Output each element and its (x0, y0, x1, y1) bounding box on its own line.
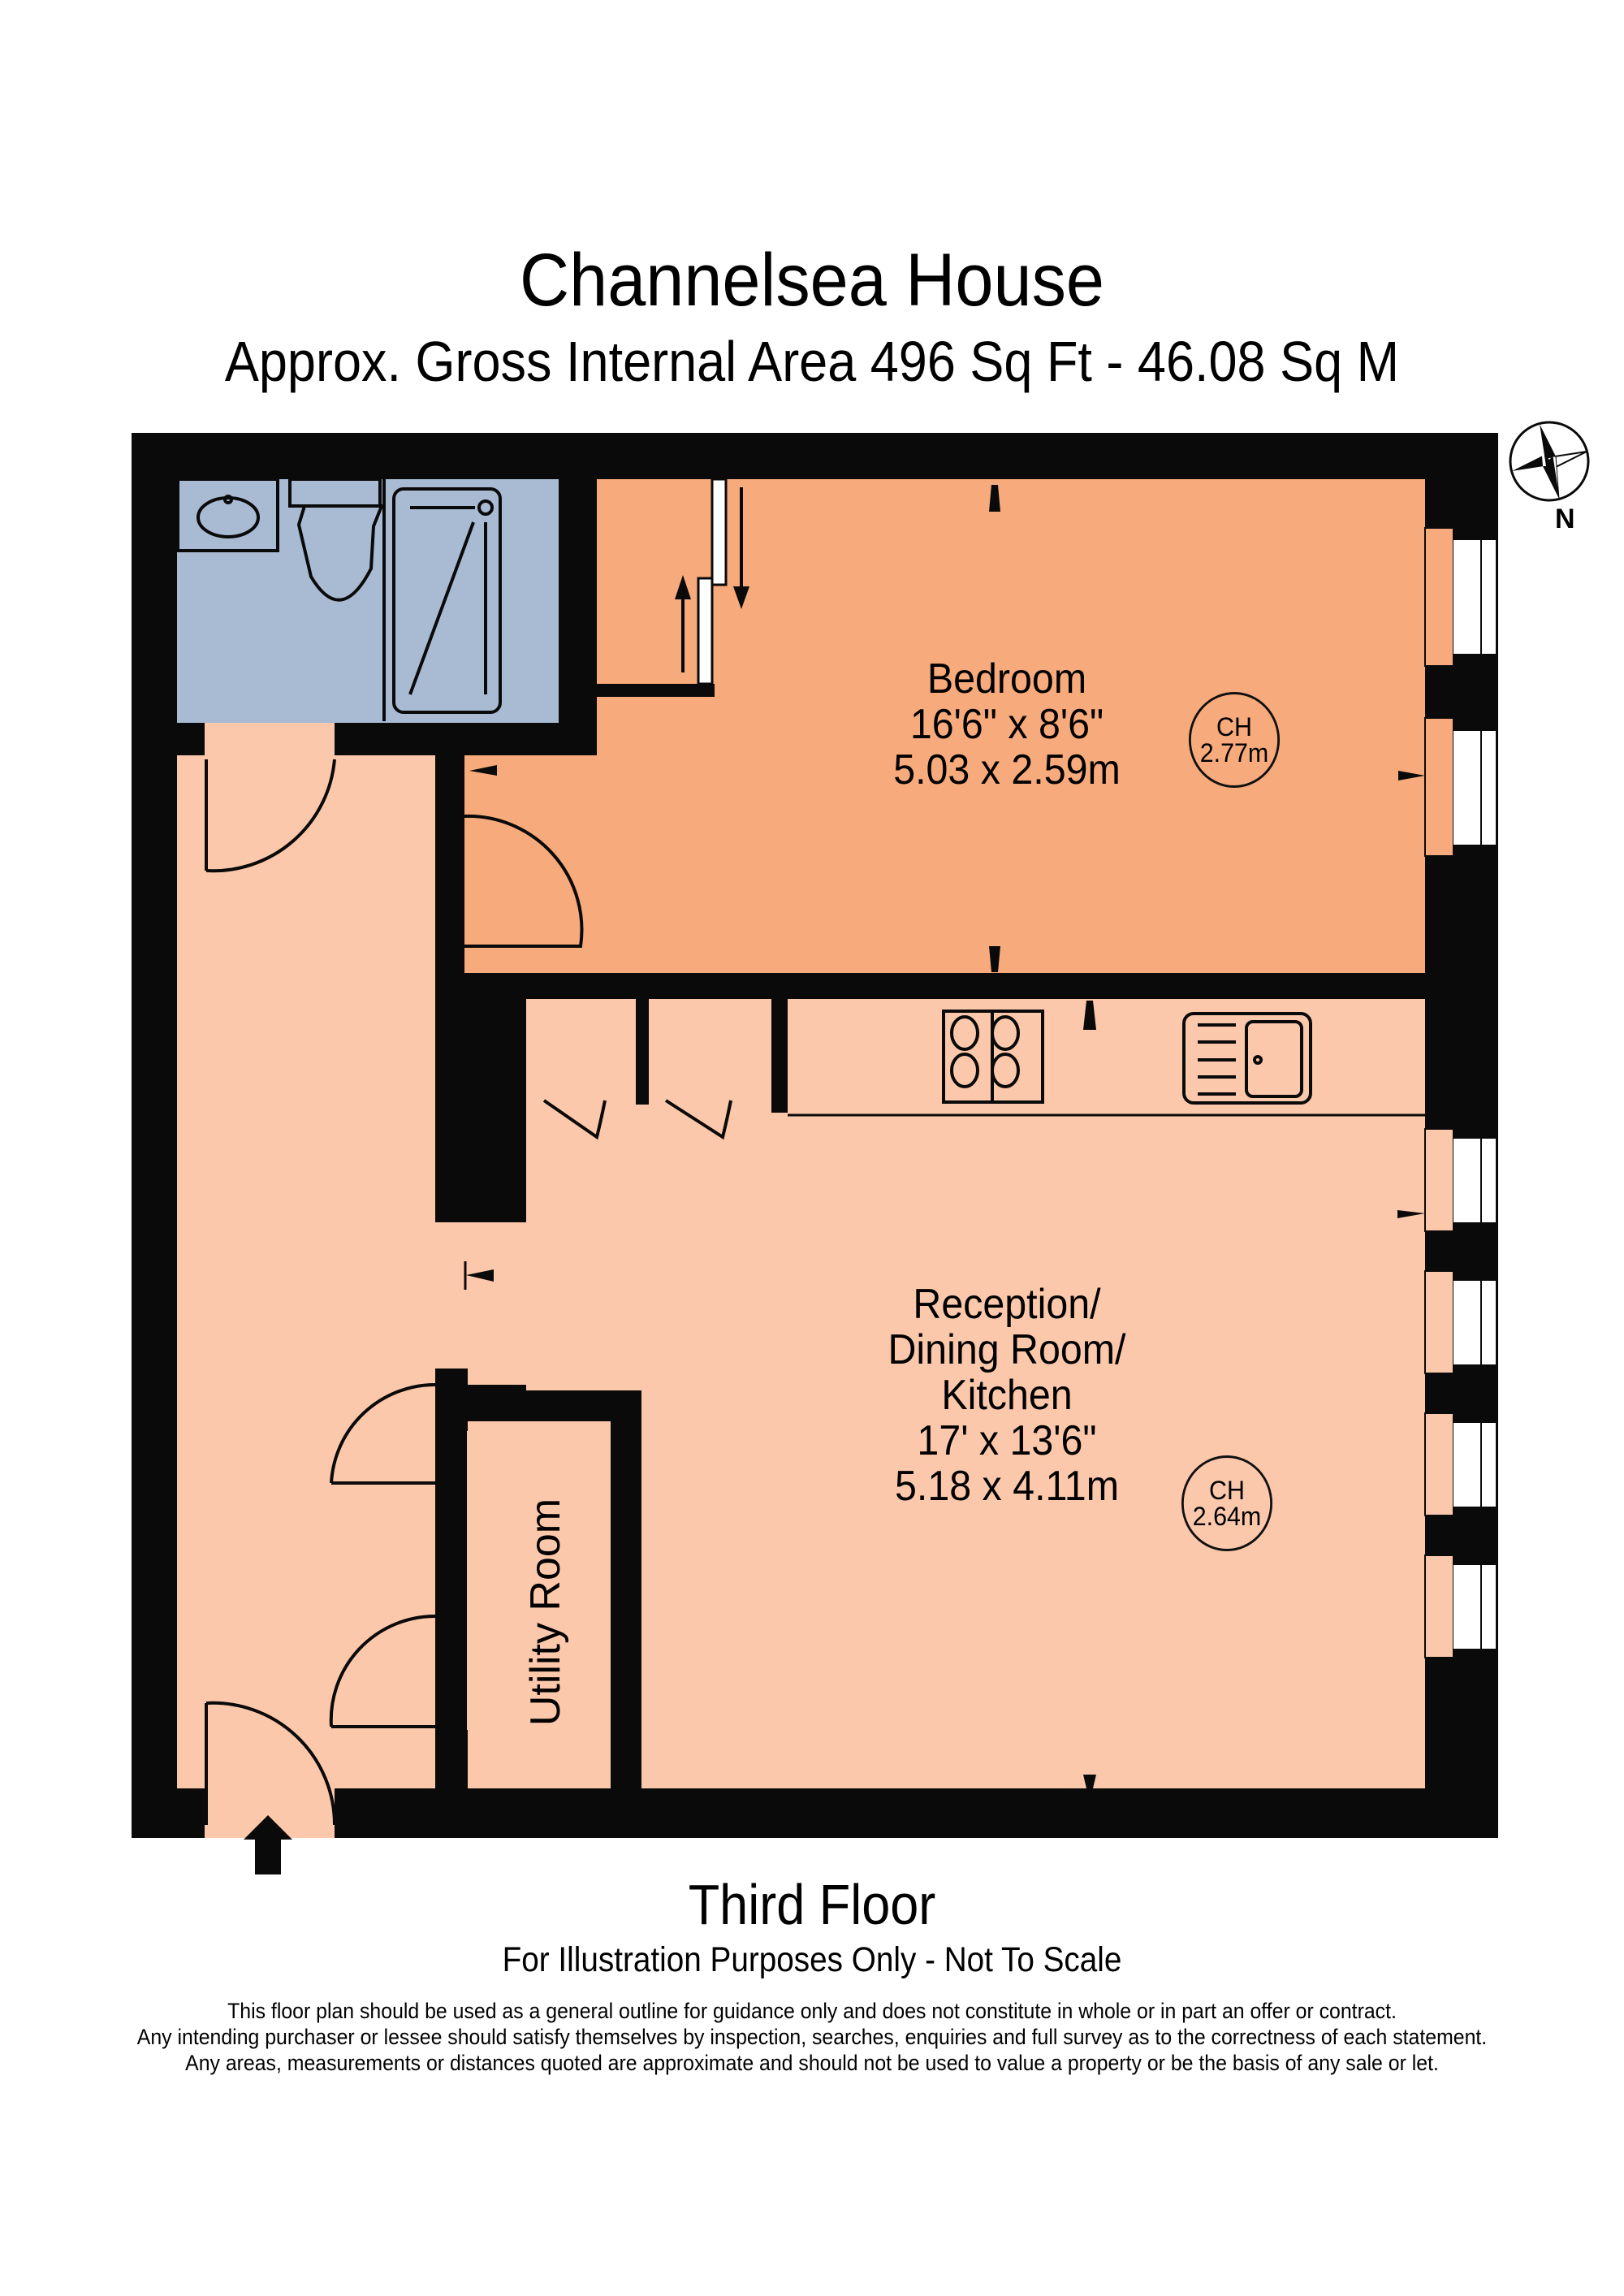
ceiling-height-badge-bedroom: CH 2.77m (1188, 692, 1281, 788)
property-title: Channelsea House (520, 239, 1104, 322)
reception-name-3: Kitchen (941, 1372, 1073, 1419)
hallway-floor (177, 755, 435, 1803)
gross-internal-area: Approx. Gross Internal Area 496 Sq Ft - … (224, 330, 1400, 393)
measurement-markers (464, 485, 1425, 1788)
reception-label: Reception/ Dining Room/ Kitchen 17' x 13… (840, 1282, 1173, 1509)
wardrobe (597, 478, 749, 697)
reception-name-2: Dining Room/ (888, 1326, 1126, 1373)
room-fills (177, 479, 1425, 1838)
window-reception-2 (1424, 1270, 1496, 1374)
arrow-up-icon (675, 575, 691, 599)
shower-tray-icon (392, 487, 502, 714)
sink-drainer-icon (1182, 1012, 1312, 1105)
ch-value: 2.77m (1199, 738, 1269, 767)
bedroom-label: Bedroom 16'6" x 8'6" 5.03 x 2.59m (856, 656, 1158, 793)
internal-walls (132, 433, 1425, 1838)
reception-name-1: Reception/ (913, 1281, 1101, 1328)
utility-room-label: Utility Room (522, 1498, 569, 1727)
compass-north-label: N (1555, 504, 1575, 534)
disclaimer-line: This floor plan should be used as a gene… (227, 1999, 1397, 2023)
scale-note: For Illustration Purposes Only - Not To … (502, 1940, 1122, 1979)
reception-floor (526, 999, 1425, 1788)
floor-name: Third Floor (688, 1873, 936, 1936)
bedroom-name: Bedroom (926, 655, 1087, 703)
doors (205, 759, 732, 1826)
kitchen-worktop (788, 1001, 1425, 1117)
reception-imperial: 17' x 13'6" (917, 1417, 1097, 1464)
ch-label: CH (1216, 712, 1252, 742)
window-reception-1 (1424, 1128, 1496, 1232)
bathroom-floor (177, 479, 559, 723)
disclaimer-line: Any intending purchaser or lessee should… (136, 2025, 1488, 2049)
bathroom-fixtures (176, 478, 502, 721)
bedroom-metric: 5.03 x 2.59m (893, 746, 1121, 793)
toilet-icon (296, 504, 384, 602)
ch-value: 2.64m (1192, 1502, 1262, 1531)
entrance-arrow-icon (244, 1815, 292, 1874)
reception-metric: 5.18 x 4.11m (894, 1463, 1119, 1510)
window-reception-4 (1424, 1554, 1496, 1658)
compass-rose-icon (1509, 421, 1590, 502)
cupboard-door-1 (542, 1099, 607, 1140)
ch-label: CH (1209, 1476, 1245, 1505)
bedroom-imperial: 16'6" x 8'6" (909, 701, 1104, 748)
hob-icon (942, 1010, 1044, 1104)
windows (1424, 527, 1496, 1658)
utility-floor (467, 1421, 611, 1788)
cupboard-door-2 (664, 1099, 732, 1140)
bedroom-floor (597, 479, 1425, 973)
disclaimer-line: Any areas, measurements or distances quo… (185, 2051, 1439, 2075)
arrow-down-icon (733, 586, 749, 609)
window-reception-3 (1424, 1412, 1496, 1516)
window-bedroom-2 (1424, 717, 1496, 857)
entrance-door (205, 1701, 337, 1826)
bathroom-door (205, 759, 336, 873)
utility-door-bottom (329, 1614, 436, 1728)
ceiling-height-badge-reception: CH 2.64m (1181, 1455, 1273, 1551)
bedroom-door (464, 814, 584, 948)
sink-counter (176, 478, 279, 552)
radiator-marker-icon (1083, 1001, 1096, 1030)
window-bedroom-1 (1424, 527, 1496, 667)
utility-door-top (330, 1382, 436, 1485)
